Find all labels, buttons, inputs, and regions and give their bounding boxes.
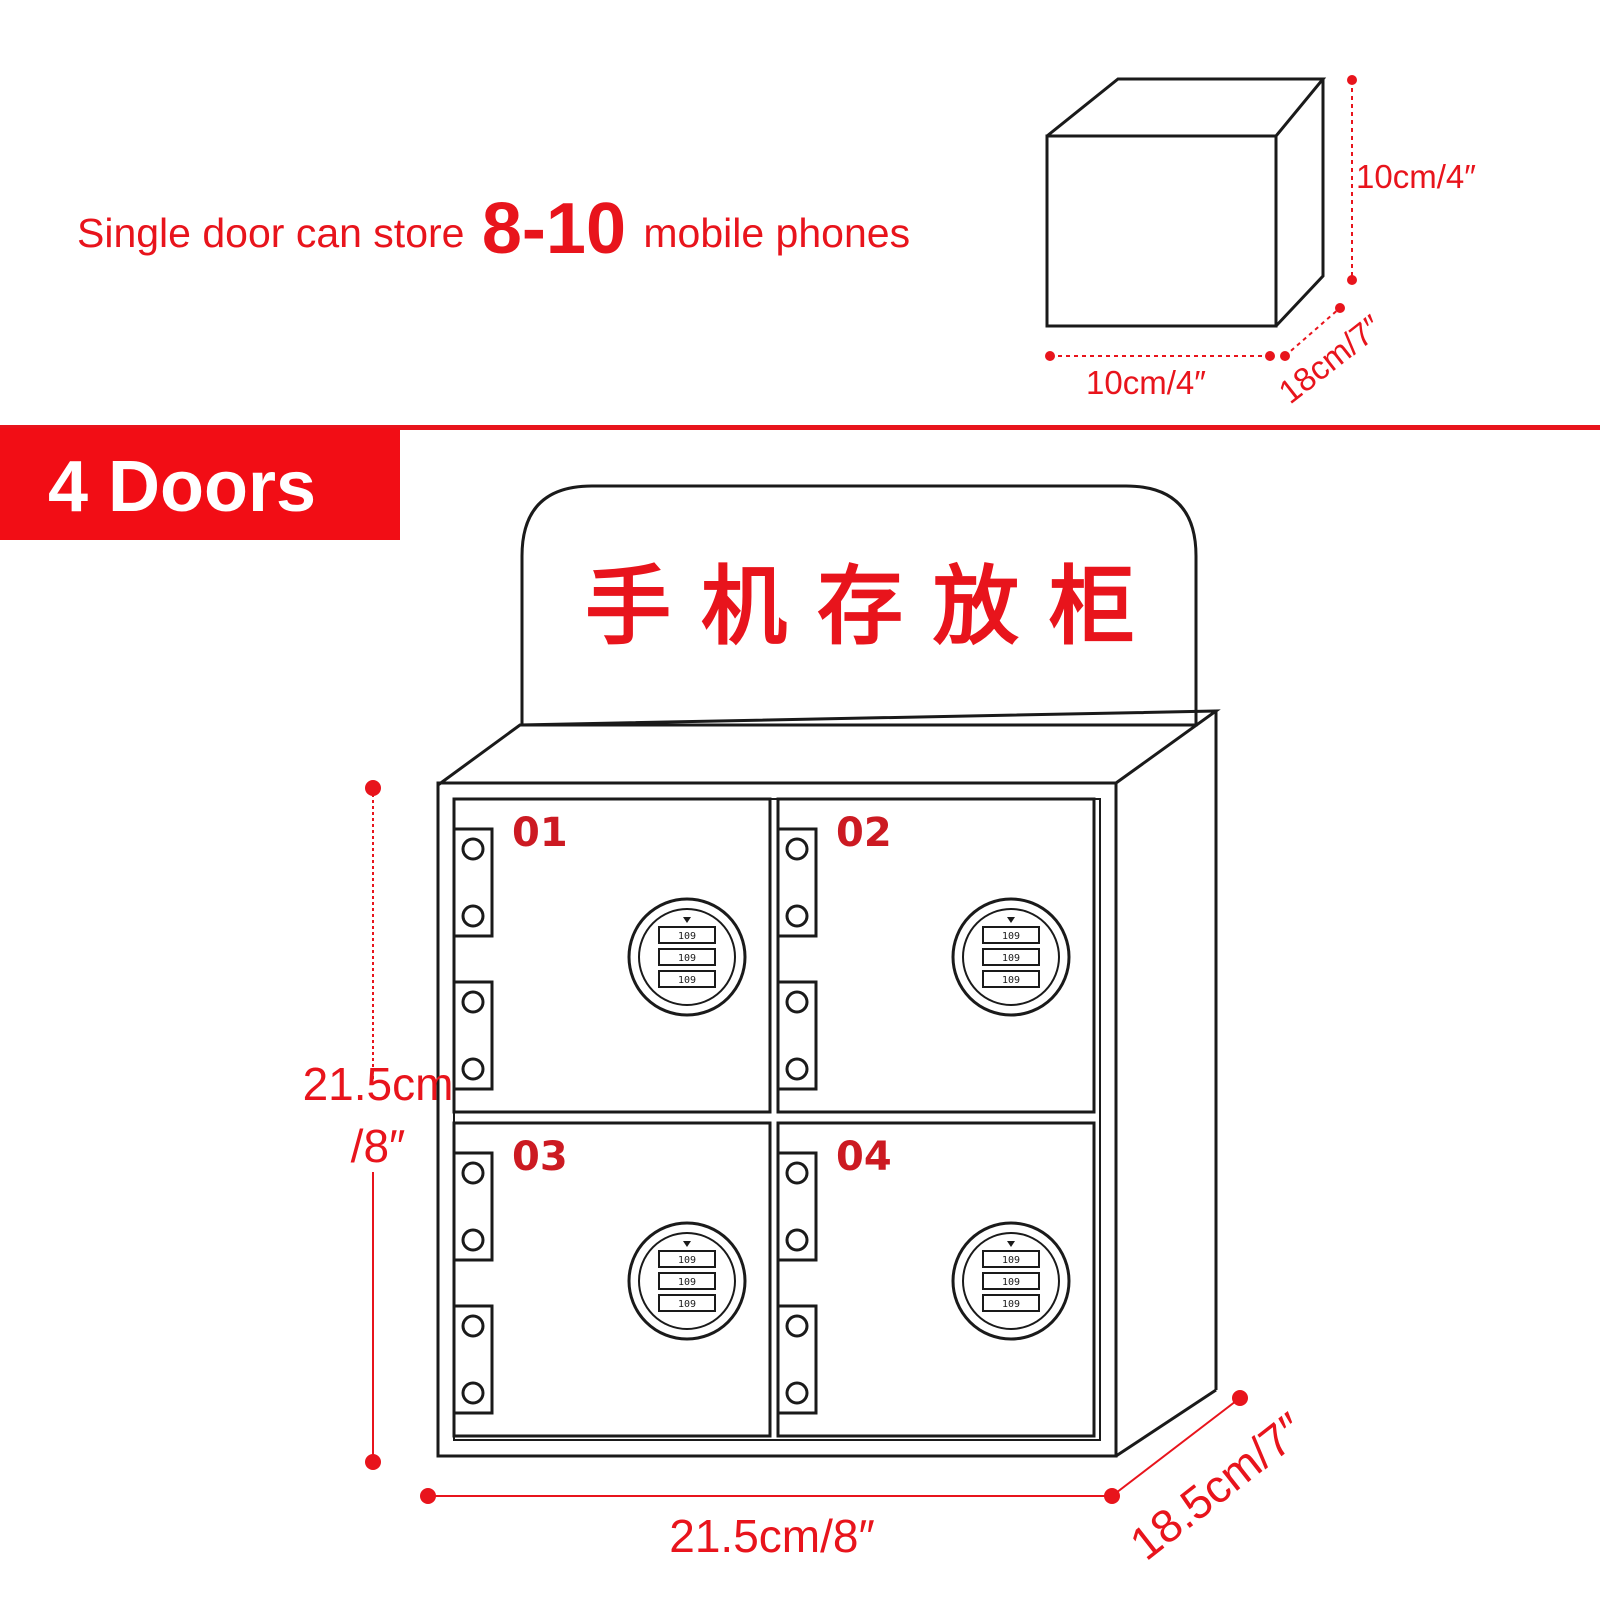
hinge-screw xyxy=(461,990,485,1014)
locker-door: 04 109 109 109 xyxy=(776,1121,1096,1438)
lock-dial-digits: 109 xyxy=(678,1299,696,1310)
section-divider xyxy=(0,425,1600,430)
door-count-label: 4 Doors xyxy=(48,447,317,527)
compartment-width-label: 10cm/4″ xyxy=(1086,364,1206,401)
hinge-screw xyxy=(461,904,485,928)
lock-dial xyxy=(982,948,1040,966)
hinge-screw xyxy=(785,904,809,928)
hinge-screw xyxy=(785,837,809,861)
lock-dial-digits: 109 xyxy=(1002,1255,1020,1266)
lock-dial xyxy=(658,1250,716,1268)
cabinet-depth-label: 18.5cm/7″ xyxy=(1120,1402,1314,1569)
door-number: 01 xyxy=(512,810,568,856)
lock-dial xyxy=(658,1272,716,1290)
lock-dial xyxy=(658,970,716,988)
cabinet-height-label-inch: /8″ xyxy=(351,1120,406,1172)
door-number: 03 xyxy=(512,1134,568,1180)
hinge-plate xyxy=(776,1151,818,1262)
lock-dial-digits: 109 xyxy=(1002,1299,1020,1310)
cabinet-sign-text: 手 机 存 放 柜 xyxy=(585,557,1135,657)
lock-dial xyxy=(982,1250,1040,1268)
door-number: 02 xyxy=(836,810,892,856)
lock-dial xyxy=(982,926,1040,944)
combination-lock-icon: 109 109 109 xyxy=(951,1221,1071,1341)
hinge-screw xyxy=(785,1314,809,1338)
headline-suffix: mobile phones xyxy=(643,210,911,256)
lock-inner-ring xyxy=(638,1232,736,1330)
cabinet-sign-board xyxy=(520,484,1198,727)
lock-dial-digits: 109 xyxy=(678,1255,696,1266)
hinge-screw xyxy=(785,1057,809,1081)
compartment-height-label: 10cm/4″ xyxy=(1356,158,1476,195)
combination-lock-icon: 109 109 109 xyxy=(627,897,747,1017)
combination-lock-icon: 109 109 109 xyxy=(627,1221,747,1341)
lock-dial-digits: 109 xyxy=(678,953,696,964)
lock-inner-ring xyxy=(962,908,1060,1006)
lock-dial-digits: 109 xyxy=(678,1277,696,1288)
hinge-screw xyxy=(785,1381,809,1405)
lock-dial xyxy=(982,1294,1040,1312)
hinge-screw xyxy=(461,837,485,861)
locker-door: 02 109 109 109 xyxy=(776,797,1096,1114)
lock-indicator xyxy=(1007,917,1015,923)
locker-door: 01 109 109 109 xyxy=(452,797,772,1114)
capacity-headline: Single door can store 8-10 mobile phones xyxy=(77,188,910,270)
lock-dial xyxy=(982,970,1040,988)
hinge-screw xyxy=(461,1228,485,1252)
lock-dial-digits: 109 xyxy=(1002,975,1020,986)
hinge-plate xyxy=(776,827,818,938)
lock-dial-digits: 109 xyxy=(678,975,696,986)
lock-dial-digits: 109 xyxy=(678,931,696,942)
headline-prefix: Single door can store xyxy=(77,210,465,256)
cabinet-height-label: 21.5cm xyxy=(303,1058,454,1110)
cabinet-body xyxy=(436,709,1221,1458)
compartment-dimension-lines xyxy=(1050,80,1353,357)
lock-indicator xyxy=(683,917,691,923)
lock-indicator xyxy=(1007,1241,1015,1247)
lock-dial xyxy=(658,926,716,944)
locker-door: 03 109 109 109 xyxy=(452,1121,772,1438)
lock-dial xyxy=(658,948,716,966)
hinge-plate xyxy=(452,1304,494,1415)
cabinet-dimension-dots xyxy=(365,780,1248,1504)
hinge-screw xyxy=(461,1161,485,1185)
door-number: 04 xyxy=(836,1134,892,1180)
hinge-screw xyxy=(785,1161,809,1185)
lock-dial xyxy=(658,1294,716,1312)
lock-dial xyxy=(982,1272,1040,1290)
hinge-plate xyxy=(776,1304,818,1415)
compartment-box xyxy=(1045,77,1327,328)
lock-dial-digits: 109 xyxy=(1002,1277,1020,1288)
headline-highlight: 8-10 xyxy=(481,189,626,269)
lock-dial-digits: 109 xyxy=(1002,953,1020,964)
cabinet-width-label: 21.5cm/8″ xyxy=(669,1510,875,1562)
combination-lock-icon: 109 109 109 xyxy=(951,897,1071,1017)
hinge-screw xyxy=(461,1314,485,1338)
hinge-plate xyxy=(452,1151,494,1262)
compartment-depth-label: 18cm/7″ xyxy=(1272,307,1390,410)
door-count-banner xyxy=(0,428,400,540)
hinge-plate xyxy=(452,827,494,938)
hinge-screw xyxy=(461,1381,485,1405)
lock-dial-digits: 109 xyxy=(1002,931,1020,942)
compartment-dimension-dots xyxy=(1045,75,1357,361)
cabinet-dimension-lines xyxy=(372,788,1241,1497)
hinge-screw xyxy=(785,1228,809,1252)
lock-indicator xyxy=(683,1241,691,1247)
lock-inner-ring xyxy=(962,1232,1060,1330)
cabinet-doors: 0110910910902109109109031091091090410910… xyxy=(452,797,1096,1438)
lock-inner-ring xyxy=(638,908,736,1006)
hinge-plate xyxy=(452,980,494,1091)
hinge-plate xyxy=(776,980,818,1091)
hinge-screw xyxy=(461,1057,485,1081)
hinge-screw xyxy=(785,990,809,1014)
